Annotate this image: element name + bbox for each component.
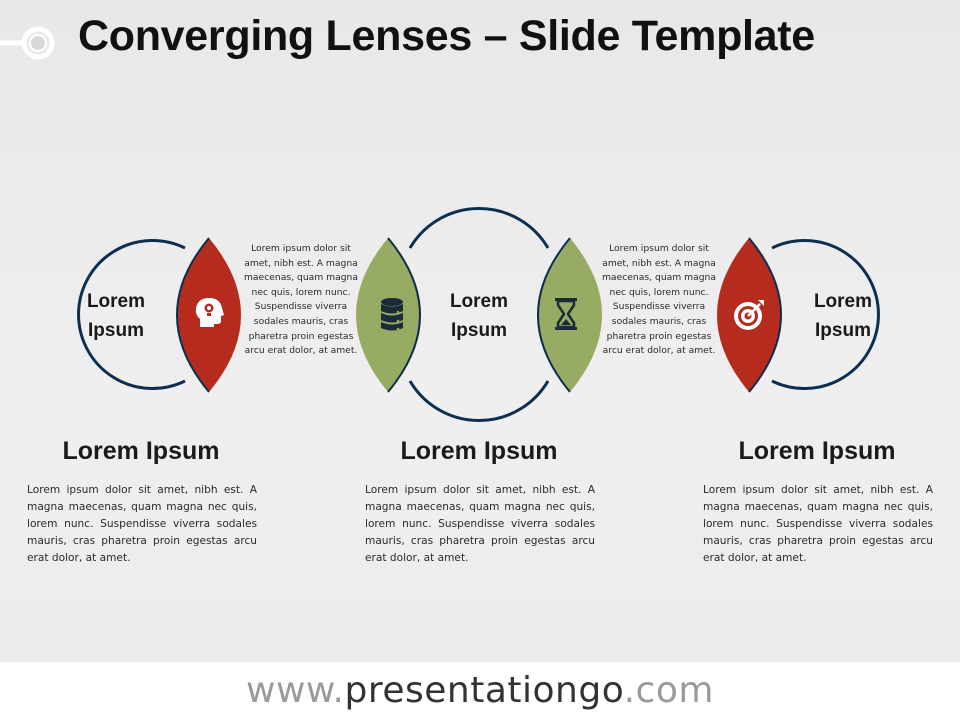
circle-2-label-line2: Ipsum [451,320,507,341]
footer-url-suffix: .com [623,670,714,711]
ring-right [771,239,880,390]
section-heading-1: Lorem Ipsum [62,437,220,465]
lens-3-edge [537,237,571,393]
section-text-1: Lorem ipsum dolor sit amet, nibh est. A … [27,484,257,564]
section-heading-2: Lorem Ipsum [400,437,558,465]
ring-center-bottom [408,380,550,422]
lens-logo-icon [0,26,55,60]
lens-4-edge [748,237,782,393]
footer-url[interactable]: www.presentationgo.com [246,670,714,711]
circle-2-label-line1: Lorem [450,291,508,312]
section-text-3: Lorem ipsum dolor sit amet, nibh est. A … [703,484,933,564]
target-icon [734,300,764,330]
section-heading-3: Lorem Ipsum [738,437,896,465]
ring-center-top [408,207,550,249]
footer: www.presentationgo.com [0,662,960,720]
ring-left [77,239,186,390]
connector-text-right: Lorem ipsum dolor sit amet, nibh est. A … [601,243,717,357]
circle-1-label-line2: Ipsum [88,320,144,341]
lens-2-edge [387,237,421,393]
section-text-2: Lorem ipsum dolor sit amet, nibh est. A … [365,484,595,564]
footer-url-brand: presentationgo [344,670,624,711]
connector-text-left: Lorem ipsum dolor sit amet, nibh est. A … [243,243,359,357]
lens-2 [356,238,420,392]
footer-url-prefix: www. [246,670,345,711]
database-icon [381,298,403,331]
slide-canvas: Converging Lenses – Slide Template [0,0,960,662]
circle-3-label-line1: Lorem [814,291,872,312]
circle-3-label-line2: Ipsum [815,320,871,341]
circle-1-label-line1: Lorem [87,291,145,312]
head-lightbulb-icon [195,298,224,327]
lens-1-edge [176,237,210,393]
page-title: Converging Lenses – Slide Template [78,12,815,60]
converging-lenses-diagram: Lorem Ipsum Lorem Ipsum Lorem Ipsum [77,207,880,422]
hourglass-icon [555,298,577,330]
